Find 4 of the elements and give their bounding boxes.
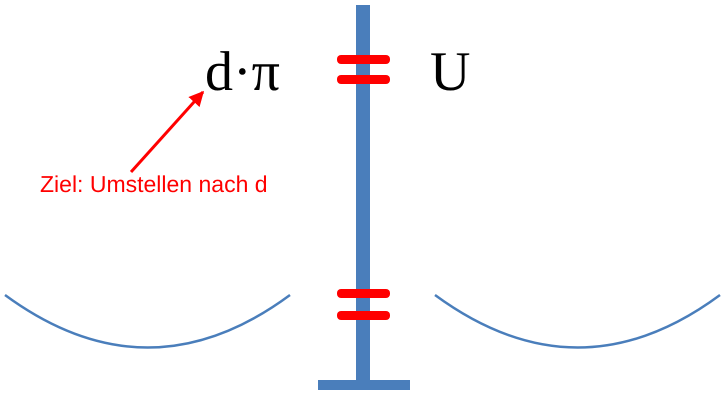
annotation-text: Ziel: Umstellen nach d: [40, 172, 268, 198]
formula-text: U: [430, 44, 470, 100]
formula-text: d·π: [205, 44, 280, 100]
arrow: [130, 90, 204, 173]
